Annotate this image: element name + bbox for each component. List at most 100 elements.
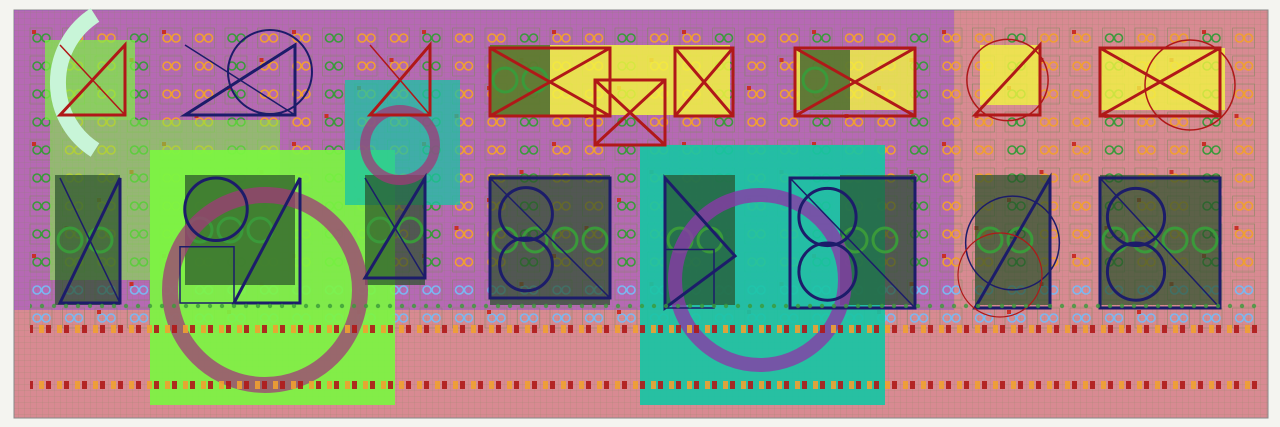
cell-via (974, 33, 985, 43)
cell-frame (257, 83, 280, 105)
cell-pad (779, 58, 784, 62)
cell-via (918, 61, 929, 71)
cell-via (41, 285, 51, 295)
cell-via (398, 33, 409, 43)
cell-pad (454, 226, 459, 230)
cell-pad (682, 142, 686, 146)
cell-via (747, 61, 757, 71)
cell-via (32, 61, 42, 71)
cell-via (918, 229, 929, 239)
cell-via (519, 145, 530, 155)
cell-via (171, 61, 181, 71)
cell-frame (289, 111, 313, 133)
cell (1199, 139, 1223, 161)
cell-via (983, 145, 994, 155)
cell-frame (1069, 195, 1093, 217)
cell (452, 223, 475, 245)
cell-frame (744, 111, 768, 133)
cell (972, 27, 995, 49)
cell-frame (614, 195, 638, 217)
cell-via (1007, 145, 1017, 155)
cell-via (942, 61, 952, 71)
pale-semicircle (49, 8, 100, 157)
cell-via (561, 33, 571, 43)
cell-frame (322, 111, 345, 133)
cell-via (431, 61, 441, 71)
cell-via (974, 145, 985, 155)
cell-via (1039, 117, 1050, 127)
circle-shape (498, 236, 554, 293)
cell (1069, 195, 1093, 217)
cell-via (714, 117, 725, 127)
cell-via (779, 33, 790, 43)
cell-via (454, 61, 465, 71)
cell-via (617, 257, 627, 267)
cell-via (584, 145, 595, 155)
cell-via (1169, 117, 1180, 127)
cell (1134, 139, 1158, 161)
dark-cell-ring (1191, 226, 1219, 254)
cell-via (909, 33, 920, 43)
cell-pad (519, 170, 524, 174)
cell-via (203, 89, 214, 99)
cross-lines (369, 44, 431, 116)
cell-via (886, 117, 896, 127)
cell (1037, 111, 1060, 133)
cell (679, 27, 703, 49)
cell-via (259, 89, 270, 99)
cell-via (617, 229, 627, 239)
cell-via (723, 33, 734, 43)
cell-via (877, 117, 887, 127)
cell-pad (324, 114, 329, 118)
cell-via (227, 33, 237, 43)
cell-frame (1004, 139, 1028, 161)
cell-via (1104, 145, 1115, 155)
dark-cell-ring (216, 216, 244, 244)
cell-via (1048, 61, 1059, 71)
box-shape (793, 46, 917, 118)
cell-via (756, 33, 766, 43)
cell-via (292, 61, 302, 71)
cell-via (129, 285, 140, 295)
cell-via (1211, 117, 1221, 127)
cell-frame (874, 111, 898, 133)
cell (1069, 139, 1093, 161)
cell-via (1243, 229, 1254, 239)
motif-top (56, 41, 127, 117)
cell-via (463, 173, 474, 183)
cell (874, 111, 898, 133)
dark-cell-ring (86, 226, 114, 254)
purple-ring-mid (668, 188, 852, 372)
cell-frame (1069, 27, 1093, 49)
cell-via (552, 117, 562, 127)
cell-via (691, 117, 701, 127)
cell-via (1081, 61, 1091, 71)
cell-via (918, 145, 929, 155)
dark-cell-ring (581, 226, 609, 254)
cell-via (292, 33, 302, 43)
cell-frame (452, 195, 475, 217)
motif-top (966, 38, 1049, 122)
cell-frame (1069, 83, 1093, 105)
cell-via (779, 117, 790, 127)
cell-via (398, 285, 409, 295)
cell-frame (1037, 27, 1060, 49)
cell-via (942, 89, 952, 99)
cell (29, 27, 53, 49)
cell (354, 27, 378, 49)
cell-pad (942, 142, 946, 146)
cell-via (138, 285, 149, 295)
cell-via (552, 145, 562, 155)
motif-top (179, 42, 297, 117)
cell-via (1146, 33, 1156, 43)
cell-via (431, 285, 441, 295)
cell-via (236, 89, 246, 99)
motif-ring (227, 29, 313, 115)
motif-ring (1144, 39, 1236, 131)
cell-pad (552, 30, 556, 34)
dark-cell-ring (491, 66, 519, 94)
cell-via (649, 117, 660, 127)
cell-pad (1202, 142, 1206, 146)
cell-via (32, 257, 42, 267)
cell-frame (1102, 111, 1125, 133)
